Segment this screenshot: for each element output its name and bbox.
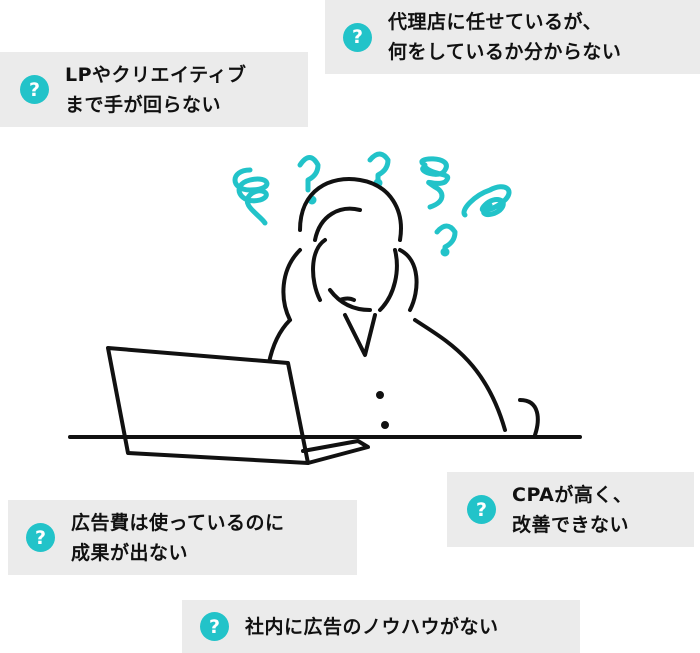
concern-text: 広告費は使っているのに 成果が出ない: [71, 511, 285, 564]
laptop-icon: [68, 346, 582, 465]
concern-text: 社内に広告のノウハウがない: [245, 615, 499, 638]
question-circle-icon: ?: [467, 495, 496, 524]
concern-text: 代理店に任せているが、 何をしているか分からない: [388, 11, 622, 63]
confusion-swirls: [232, 151, 512, 257]
question-circle-icon: ?: [20, 75, 49, 104]
concern-text: LPやクリエイティブ まで手が回らない: [65, 63, 247, 116]
troubled-man-illustration: [68, 151, 582, 465]
concern-results: ? 広告費は使っているのに 成果が出ない: [8, 500, 357, 575]
concern-text: CPAが高く、 改善できない: [512, 483, 633, 536]
question-circle-icon: ?: [343, 22, 372, 52]
concern-cpa: ? CPAが高く、 改善できない: [447, 472, 694, 547]
concern-agency: ? 代理店に任せているが、 何をしているか分からない: [325, 0, 700, 74]
concern-creative: ? LPやクリエイティブ まで手が回らない: [0, 52, 308, 127]
concern-knowhow: ? 社内に広告のノウハウがない: [182, 600, 580, 653]
question-circle-icon: ?: [26, 523, 55, 552]
man: [264, 177, 540, 437]
question-circle-icon: ?: [200, 612, 229, 641]
